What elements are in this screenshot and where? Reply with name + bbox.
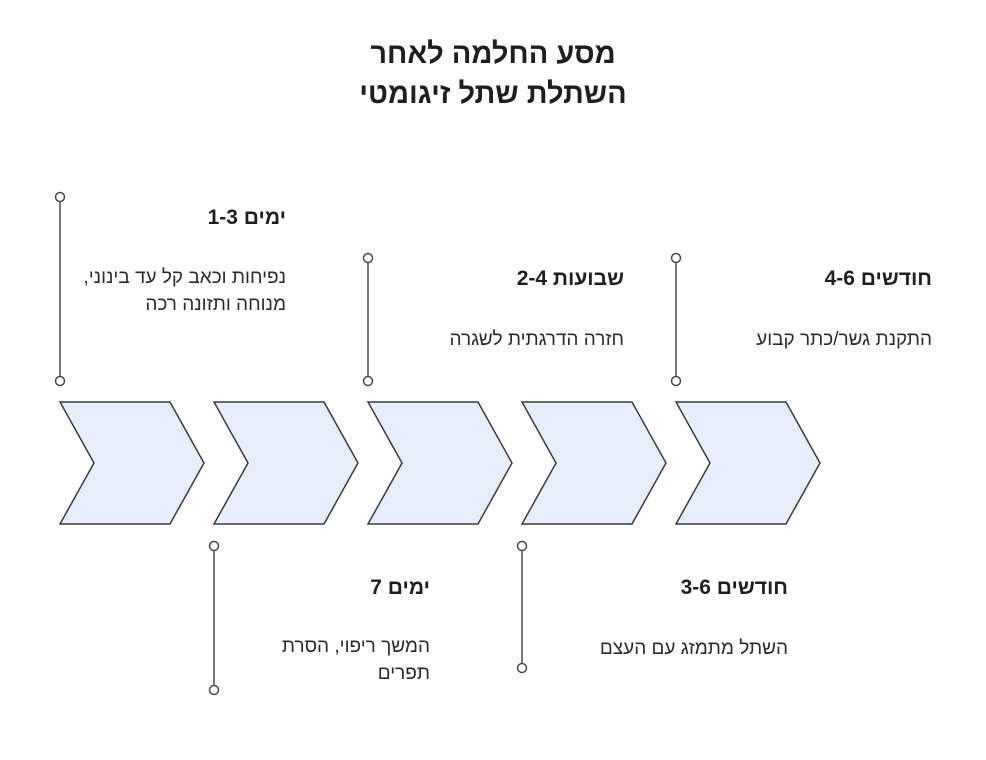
milestone-description: נפיחות וכאב קל עד בינוני, מנוחה ותזונה ר…: [83, 267, 286, 315]
milestone-3: שבועות 2-4 חזרה הדרגתית לשגרה: [384, 266, 624, 353]
chevron-step-5: [674, 401, 821, 525]
milestone-heading: חודשים 4-6: [824, 267, 932, 290]
milestone-5: חודשים 4-6 התקנת גשר/כתר קבוע: [692, 266, 932, 353]
connector-2: [208, 540, 220, 696]
milestone-description: המשך ריפוי, הסרת תפרים: [281, 636, 430, 684]
title-line-1: מסע החלמה לאחר: [370, 38, 616, 70]
milestone-1: ימים 1-3 נפיחות וכאב קל עד בינוני, מנוחה…: [76, 205, 286, 318]
chevron-step-1: [58, 401, 205, 525]
milestone-heading: ימים 7: [370, 576, 430, 599]
milestone-2: ימים 7 המשך ריפוי, הסרת תפרים: [230, 575, 430, 687]
title-line-2: השתלת שתל זיגומטי: [359, 78, 627, 110]
connector-5: [670, 252, 682, 387]
connector-1: [54, 191, 66, 387]
milestone-description: חזרה הדרגתית לשגרה: [449, 329, 624, 350]
chevron-step-2: [212, 401, 359, 525]
chevron-step-4: [520, 401, 667, 525]
chevron-step-3: [366, 401, 513, 525]
milestone-heading: חודשים 3-6: [680, 576, 788, 599]
milestone-4: חודשים 3-6 השתל מתמזג עם העצם: [538, 575, 788, 662]
diagram-title: מסע החלמה לאחר השתלת שתל זיגומטי: [0, 34, 986, 114]
milestone-description: השתל מתמזג עם העצם: [599, 638, 788, 659]
connector-3: [362, 252, 374, 387]
milestone-heading: שבועות 2-4: [516, 267, 624, 290]
milestone-heading: ימים 1-3: [207, 206, 286, 229]
milestone-description: התקנת גשר/כתר קבוע: [756, 329, 932, 350]
connector-4: [516, 540, 528, 674]
chevron-row: [58, 401, 821, 525]
